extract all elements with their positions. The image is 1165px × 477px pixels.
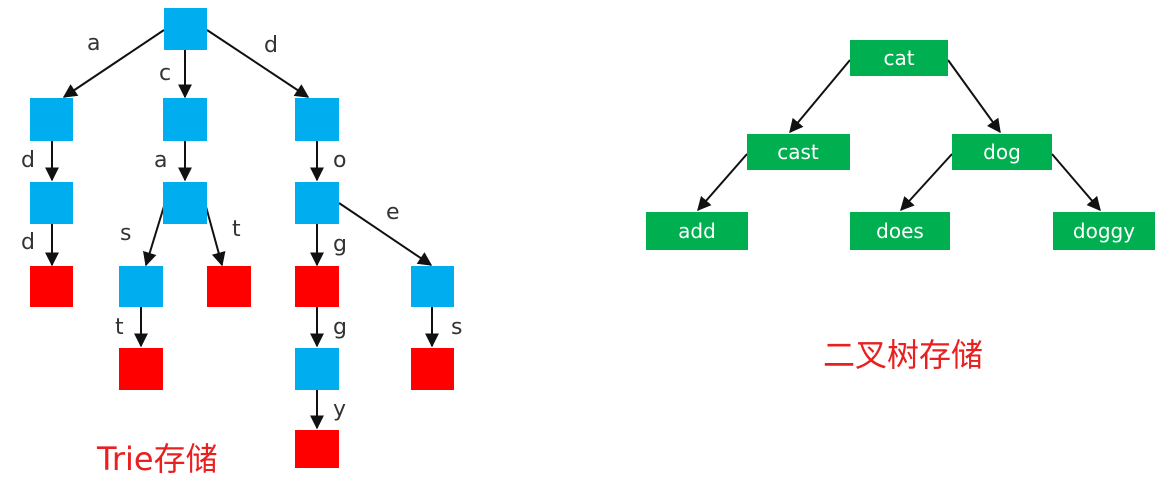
bst-node-right-right-box [1053, 212, 1155, 250]
trie-diagram: a c d d d a s t t o g e s g y Trie存储 [21, 8, 462, 477]
bst-node-root: cat [850, 40, 948, 76]
trie-label-ad-d2: d [21, 230, 35, 255]
trie-label-ca-s: s [120, 221, 131, 246]
bst-edge-cast-add [697, 153, 748, 212]
bst-node-root-box [850, 40, 948, 76]
bst-edge-cat-dog [947, 59, 1001, 134]
bst-node-right-box [952, 134, 1052, 170]
bst-edge-dog-does [900, 153, 953, 212]
trie-node-dogg [295, 348, 339, 390]
bst-node-left-left-label: add [678, 219, 716, 243]
bst-node-right-right: doggy [1053, 212, 1155, 250]
bst-node-right-left: does [850, 212, 950, 250]
trie-label-d-o: o [333, 148, 346, 173]
trie-node-does-terminal [411, 348, 454, 390]
trie-edge-ca-s [142, 202, 166, 267]
trie-edge-root-d [206, 29, 310, 98]
bst-node-right: dog [952, 134, 1052, 170]
trie-label-dogg-y: y [333, 397, 346, 422]
bst-node-right-left-label: does [876, 219, 924, 243]
bst-node-left: cast [747, 134, 850, 170]
trie-label-root-a: a [87, 31, 100, 56]
trie-node-ca [163, 182, 207, 224]
bst-node-right-left-box [850, 212, 950, 250]
bst-edge-dog-doggy [1051, 153, 1101, 212]
bst-node-left-left-box [646, 212, 748, 250]
trie-label-do-e: e [386, 200, 400, 225]
trie-label-a-d1: d [21, 148, 35, 173]
bst-node-left-label: cast [777, 140, 819, 164]
trie-node-dog-terminal [295, 266, 339, 307]
trie-node-root [164, 8, 207, 50]
trie-edge-root-a [62, 29, 165, 98]
trie-label-do-g: g [333, 232, 347, 257]
trie-node-doggy-terminal [295, 430, 339, 468]
bst-edge-cat-cast [789, 59, 851, 134]
bst-node-root-label: cat [883, 46, 914, 70]
trie-node-do [295, 182, 339, 224]
trie-node-cas [119, 266, 163, 307]
trie-label-c-a: a [154, 148, 167, 173]
trie-label-dog-g: g [333, 315, 347, 340]
trie-node-cast-terminal [119, 348, 163, 390]
trie-node-add-terminal [30, 266, 73, 307]
trie-edge-do-e [338, 202, 433, 266]
trie-node-c [163, 98, 207, 141]
trie-label-root-d: d [264, 33, 278, 58]
trie-node-doe [411, 266, 454, 307]
trie-label-ca-t: t [232, 217, 241, 242]
trie-node-cat-terminal [207, 266, 251, 307]
binary-tree-diagram: cat cast dog add does doggy 二叉树存储 [646, 40, 1155, 374]
trie-node-a [30, 98, 73, 141]
trie-label-root-c: c [159, 61, 171, 86]
trie-edge-ca-t [204, 202, 226, 267]
bst-caption: 二叉树存储 [823, 336, 983, 374]
trie-label-cas-t: t [115, 315, 124, 340]
bst-node-left-left: add [646, 212, 748, 250]
trie-caption: Trie存储 [96, 440, 218, 477]
trie-node-ad [30, 182, 73, 224]
bst-node-left-box [747, 134, 850, 170]
bst-node-right-label: dog [983, 140, 1021, 164]
bst-node-right-right-label: doggy [1073, 219, 1135, 243]
trie-node-d [295, 98, 339, 141]
trie-label-doe-s: s [451, 315, 462, 340]
